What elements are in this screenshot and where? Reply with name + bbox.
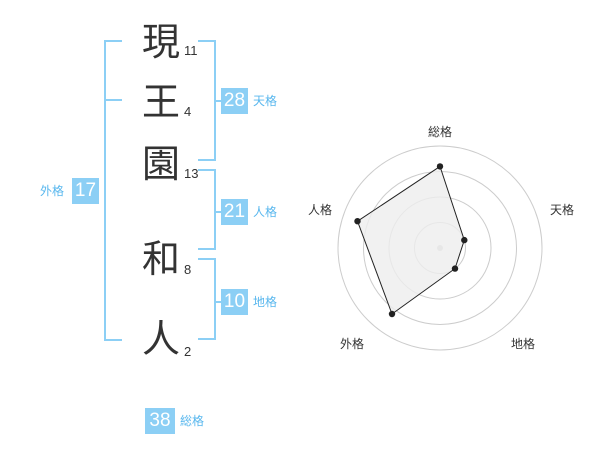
stroke-count-2: 4 [184,104,192,119]
stroke-count-3: 13 [184,166,199,181]
soukaku-value: 38 [145,408,175,434]
tenkaku-label: 天格 [253,94,278,108]
radar-label-jinkaku: 人格 [308,203,333,217]
name-char-4: 和 [141,237,180,281]
radar-label-soukaku: 総格 [428,125,453,139]
chikaku-label: 地格 [253,295,278,309]
jinkaku-value: 21 [221,199,248,225]
tenkaku-connector [214,100,222,102]
radar-series-polygon [356,165,465,315]
name-char-2: 王 [141,80,180,124]
gaikaku-label: 外格 [40,184,65,198]
radar-label-chikaku: 地格 [511,337,536,351]
radar-ring-4 [337,145,543,351]
radar-point-2 [451,265,459,272]
stroke-count-1: 11 [184,43,198,58]
jinkaku-connector [214,211,222,213]
radar-label-tenkaku: 天格 [550,203,575,217]
chikaku-bracket [198,258,216,340]
radar-label-gaikaku: 外格 [340,337,365,351]
stroke-count-5: 2 [184,344,192,359]
gaikaku-bracket-tick [104,99,122,101]
radar-point-1 [461,236,468,244]
radar-point-0 [436,163,444,170]
soukaku-label: 総格 [180,414,205,428]
radar-point-4 [354,218,361,225]
name-char-5: 人 [141,317,180,361]
gaikaku-value: 17 [72,178,99,204]
jinkaku-bracket [198,169,216,250]
chikaku-value: 10 [221,289,248,315]
jinkaku-label: 人格 [253,205,278,219]
tenkaku-value: 28 [221,88,248,114]
stroke-count-4: 8 [184,262,192,277]
name-char-3: 園 [141,142,180,186]
chikaku-connector [214,301,222,303]
gaikaku-bracket [104,40,122,341]
radar-point-3 [388,310,396,318]
name-char-1: 現 [141,20,180,64]
